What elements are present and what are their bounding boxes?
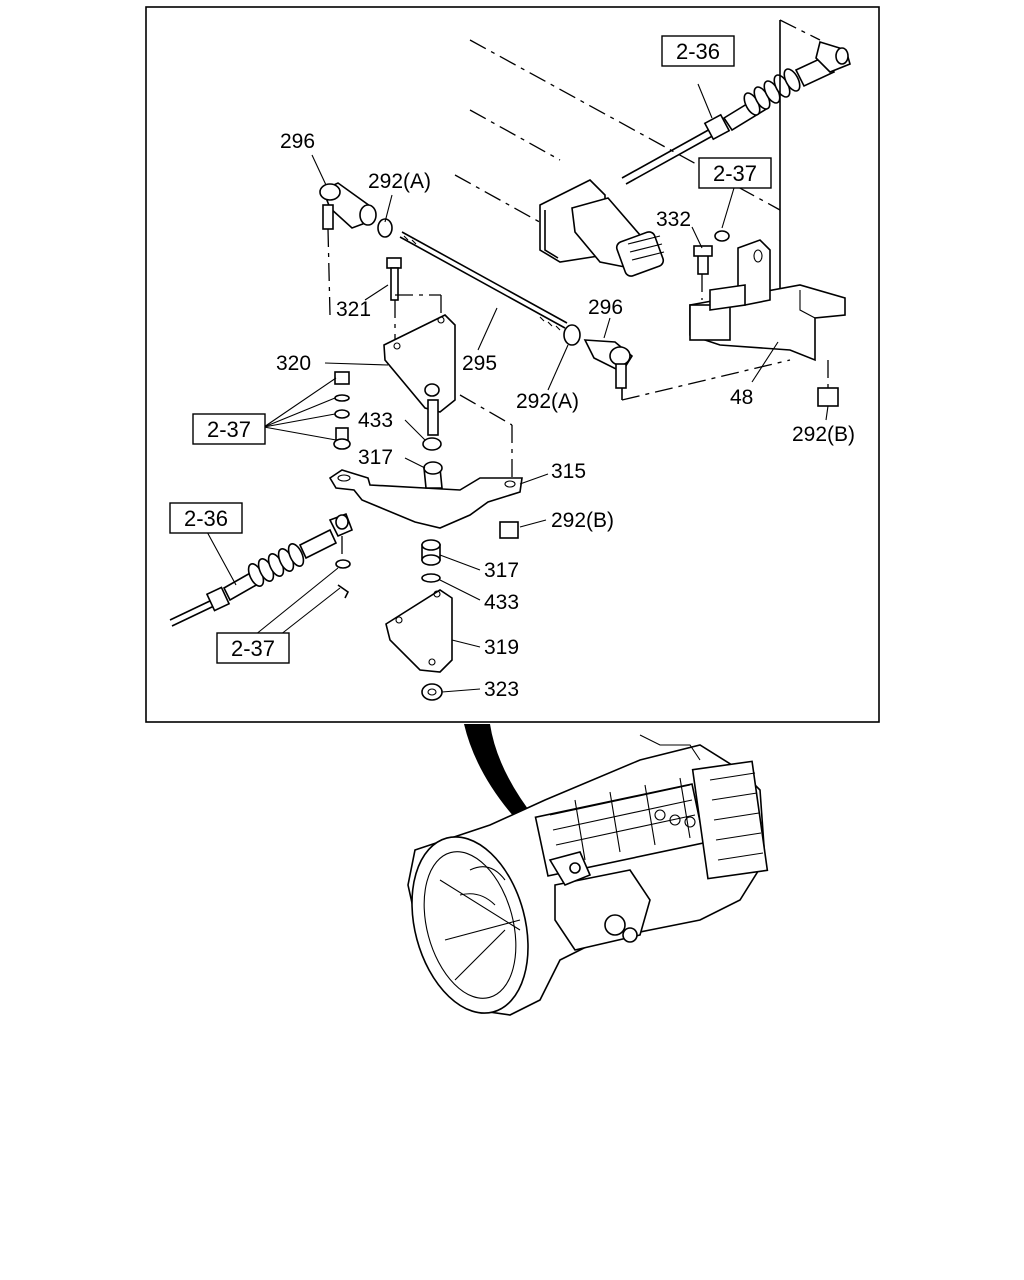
leader-lines [205,83,829,693]
callout-292a-top: 292(A) [368,170,431,193]
ref-2-37-top-label: 2-37 [713,161,757,186]
detail-frame [145,6,880,723]
housing-outline [454,39,781,277]
bracket-315 [328,437,523,539]
callout-296-right: 296 [588,296,623,319]
callout-48: 48 [730,386,753,409]
ref-2-37-left: 2-37 [192,413,266,445]
callout-317-bottom: 317 [484,559,519,582]
callout-295: 295 [462,352,497,375]
upper-cable [621,40,851,185]
left-hardware [333,371,351,450]
rod-295 [319,182,634,389]
callout-292a-right: 292(A) [516,390,579,413]
callout-332: 332 [656,208,691,231]
ref-2-37-left-label: 2-37 [207,417,251,442]
bracket-48 [621,19,846,407]
lever-320 [383,257,513,480]
callout-296-top: 296 [280,130,315,153]
ref-2-36-left-label: 2-36 [184,506,228,531]
callout-292b-right: 292(B) [792,423,855,446]
callout-315: 315 [551,460,586,483]
callout-320: 320 [276,352,311,375]
ref-2-37-top: 2-37 [698,157,772,189]
callout-labels: 296 292(A) 321 320 295 296 292(A) 433 31… [276,130,855,701]
plate-319 [385,539,453,701]
callout-317-top: 317 [358,446,393,469]
ref-2-36-top-label: 2-36 [676,39,720,64]
callout-319: 319 [484,636,519,659]
pointer-arrow [464,724,575,868]
ref-2-37-bottom-label: 2-37 [231,636,275,661]
ref-2-36-top: 2-36 [661,35,735,67]
callout-433-bottom: 433 [484,591,519,614]
ref-2-37-bottom: 2-37 [216,632,290,664]
transmission-illustration [407,734,769,1016]
callout-323: 323 [484,678,519,701]
ref-2-36-left: 2-36 [169,502,243,534]
callout-433-top: 433 [358,409,393,432]
callout-292b-mid: 292(B) [551,509,614,532]
callout-321: 321 [336,298,371,321]
lower-cable [169,512,354,627]
